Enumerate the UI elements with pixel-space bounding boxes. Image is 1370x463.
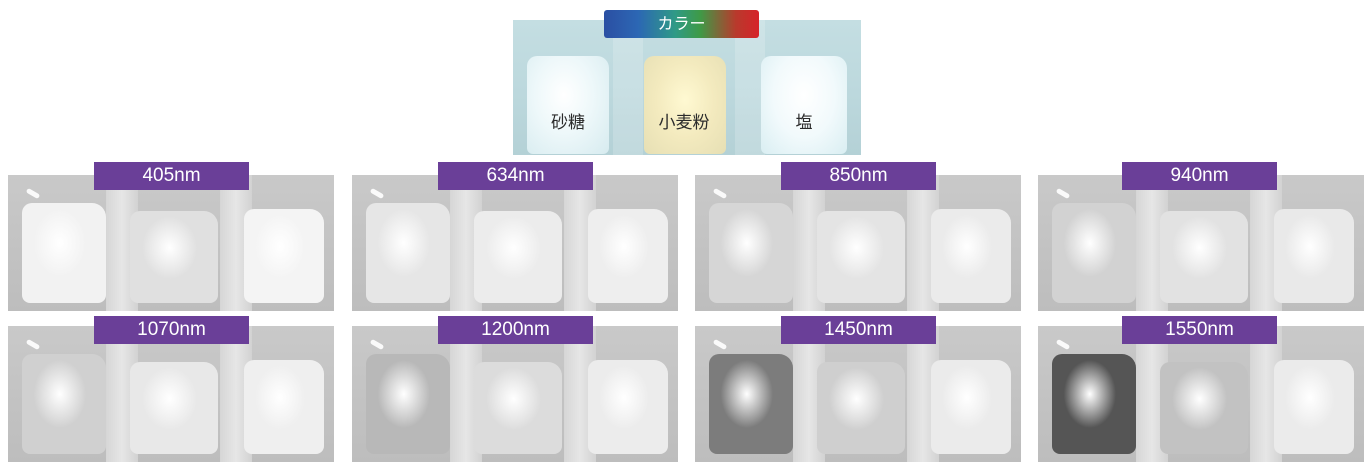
salt-bag (761, 56, 847, 154)
salt-bag (1274, 209, 1354, 303)
wavelength-label: 1070nm (94, 316, 249, 344)
salt-bag (1274, 360, 1354, 454)
light-reflection (1055, 187, 1071, 200)
sugar-bag (1052, 354, 1136, 454)
salt-bag (588, 209, 668, 303)
flour-bag (817, 211, 905, 303)
sugar-label: 砂糖 (551, 113, 585, 133)
sugar-bag (22, 354, 106, 454)
salt-bag (931, 360, 1011, 454)
light-reflection (1055, 338, 1071, 351)
flour-bag (130, 211, 218, 303)
light-reflection (369, 338, 385, 351)
light-reflection (25, 187, 41, 200)
sugar-bag (366, 354, 450, 454)
color-label-badge: カラー (604, 10, 759, 38)
wavelength-photo-1200 (352, 326, 678, 462)
salt-bag (931, 209, 1011, 303)
wavelength-photo-405 (8, 175, 334, 311)
sugar-bag (1052, 203, 1136, 303)
flour-label: 小麦粉 (658, 113, 710, 133)
sugar-bag (22, 203, 106, 303)
flour-bag (130, 362, 218, 454)
sugar-bag (527, 56, 609, 154)
sugar-bag (709, 203, 793, 303)
color-reference-photo: 砂糖 小麦粉 塩 (513, 20, 861, 155)
wavelength-label: 634nm (438, 162, 593, 190)
flour-bag (474, 362, 562, 454)
sugar-bag (709, 354, 793, 454)
flour-bag (817, 362, 905, 454)
wavelength-label: 940nm (1122, 162, 1277, 190)
salt-bag (244, 360, 324, 454)
flour-bag (474, 211, 562, 303)
tray-divider (735, 20, 765, 155)
salt-bag (588, 360, 668, 454)
tray-divider (613, 20, 643, 155)
wavelength-label: 1450nm (781, 316, 936, 344)
light-reflection (25, 338, 41, 351)
wavelength-photo-850 (695, 175, 1021, 311)
salt-bag (244, 209, 324, 303)
wavelength-photo-634 (352, 175, 678, 311)
salt-label: 塩 (795, 113, 813, 133)
flour-bag (644, 56, 726, 154)
wavelength-label: 1550nm (1122, 316, 1277, 344)
light-reflection (369, 187, 385, 200)
wavelength-label: 850nm (781, 162, 936, 190)
wavelength-label: 405nm (94, 162, 249, 190)
wavelength-photo-1450 (695, 326, 1021, 462)
wavelength-photo-1070 (8, 326, 334, 462)
wavelength-photo-1550 (1038, 326, 1364, 462)
light-reflection (712, 338, 728, 351)
wavelength-photo-940 (1038, 175, 1364, 311)
flour-bag (1160, 211, 1248, 303)
flour-bag (1160, 362, 1248, 454)
light-reflection (712, 187, 728, 200)
wavelength-label: 1200nm (438, 316, 593, 344)
sugar-bag (366, 203, 450, 303)
